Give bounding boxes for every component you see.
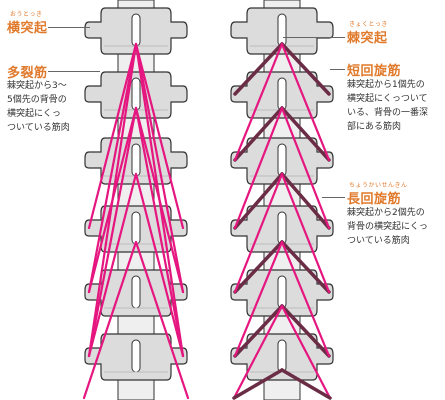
spinous-process-ruby: きょくとっき	[349, 21, 388, 28]
multifidus-muscle-group	[82, 42, 190, 400]
transverse-process-ruby: おうとっき	[10, 11, 43, 18]
short-rotator-fiber	[280, 172, 331, 230]
long-rotator-leader	[322, 197, 345, 198]
multifidus-fiber	[134, 172, 185, 358]
short-rotator-leader	[330, 69, 345, 70]
spinous-process	[277, 143, 287, 177]
short-rotator-fiber	[232, 368, 284, 400]
short-rotator-label: 短回旋筋	[347, 64, 402, 79]
transverse-process-leader	[48, 27, 90, 28]
long-rotator-label: 長回旋筋	[347, 192, 402, 207]
spinous-process	[131, 143, 141, 177]
long-rotator-fiber	[280, 240, 331, 358]
multifidus-fiber	[87, 172, 138, 358]
short-rotator-fiber	[280, 106, 331, 162]
long-rotator-fiber	[233, 42, 284, 162]
long-rotator-fiber	[232, 304, 284, 400]
spinous-process	[277, 77, 287, 111]
short-rotator-desc-line: 横突起にくっついて	[347, 94, 428, 104]
multifidus-fiber	[87, 42, 138, 294]
multifidus-fiber	[87, 42, 138, 230]
multifidus-desc-line: 横突起にくっ	[7, 109, 61, 119]
multifidus-fiber	[82, 240, 138, 400]
long-rotator-desc-line: 棘突起から2個先の	[347, 208, 425, 218]
multifidus-label: 多裂筋	[7, 66, 48, 81]
multifidus-fiber	[87, 106, 138, 358]
spinous-process	[131, 77, 141, 111]
short-rotator-desc-line: 部にある筋肉	[347, 122, 402, 132]
transverse-process-label: 横突起	[7, 21, 48, 36]
short-rotator-desc-line: 棘突起から1個先の	[347, 80, 425, 90]
multifidus-fiber	[134, 42, 185, 230]
multifidus-fiber	[134, 42, 185, 294]
short-rotator-fiber	[233, 106, 284, 162]
long-rotator-description: 棘突起から2個先の 背骨の横突起にくっ ついている筋肉	[347, 206, 428, 248]
spinous-process-label: 棘突起	[347, 31, 388, 46]
long-rotator-desc-line: ついている筋肉	[347, 236, 410, 246]
short-rotator-fiber	[233, 42, 284, 96]
short-rotator-fiber	[280, 368, 332, 400]
short-rotator-description: 棘突起から1個先の 横突起にくっついて いる、背骨の一番深 部にある筋肉	[347, 78, 428, 134]
multifidus-leader	[48, 71, 100, 72]
rotator-muscle-group	[232, 42, 332, 400]
multifidus-fiber	[134, 240, 190, 400]
multifidus-fiber	[134, 106, 185, 358]
spinous-process	[131, 339, 141, 373]
spinous-process	[277, 339, 287, 373]
multifidus-desc-line: 棘突起から3〜	[7, 81, 67, 91]
short-rotator-fiber	[233, 304, 284, 358]
spinous-process	[277, 275, 287, 309]
long-rotator-fiber	[233, 240, 284, 358]
multifidus-fiber	[87, 106, 138, 294]
spinous-process	[131, 13, 141, 47]
multifidus-fiber	[134, 106, 185, 294]
left-spine-column	[84, 0, 188, 400]
short-rotator-fiber	[233, 240, 284, 294]
long-rotator-fiber	[233, 172, 284, 294]
spinous-process	[277, 211, 287, 245]
multifidus-description: 棘突起から3〜 5個先の背骨の 横突起にくっ ついている筋肉	[7, 79, 70, 135]
spinous-process	[131, 211, 141, 245]
long-rotator-desc-line: 背骨の横突起にくっ	[347, 222, 428, 232]
long-rotator-fiber	[280, 172, 331, 294]
short-rotator-fiber	[280, 304, 331, 358]
short-rotator-fiber	[233, 172, 284, 230]
long-rotator-fiber	[280, 304, 332, 400]
right-spine-column	[230, 0, 334, 400]
spinous-process	[277, 13, 287, 47]
spinous-process-leader	[283, 37, 345, 38]
short-rotator-desc-line: いる、背骨の一番深	[347, 108, 429, 118]
multifidus-desc-line: 5個先の背骨の	[7, 95, 67, 105]
multifidus-desc-line: ついている筋肉	[7, 123, 70, 133]
spinous-process	[131, 275, 141, 309]
long-rotator-fiber	[233, 106, 284, 230]
long-rotator-ruby: ちょうかいせんきん	[349, 182, 408, 189]
short-rotator-fiber	[280, 240, 331, 294]
long-rotator-fiber	[280, 42, 331, 162]
short-rotator-fiber	[280, 42, 331, 96]
spinal-canal	[263, 0, 301, 400]
long-rotator-fiber	[280, 106, 331, 230]
